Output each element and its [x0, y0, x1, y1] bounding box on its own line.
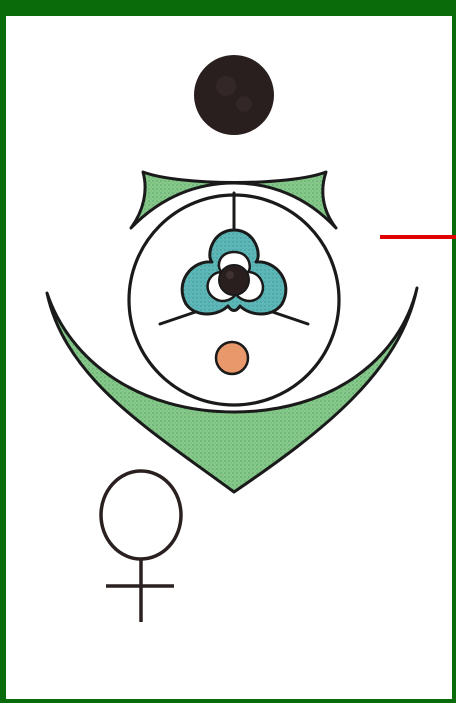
female-symbol-icon	[101, 471, 181, 622]
axis-icon	[194, 55, 274, 135]
orange-dot	[216, 342, 248, 374]
